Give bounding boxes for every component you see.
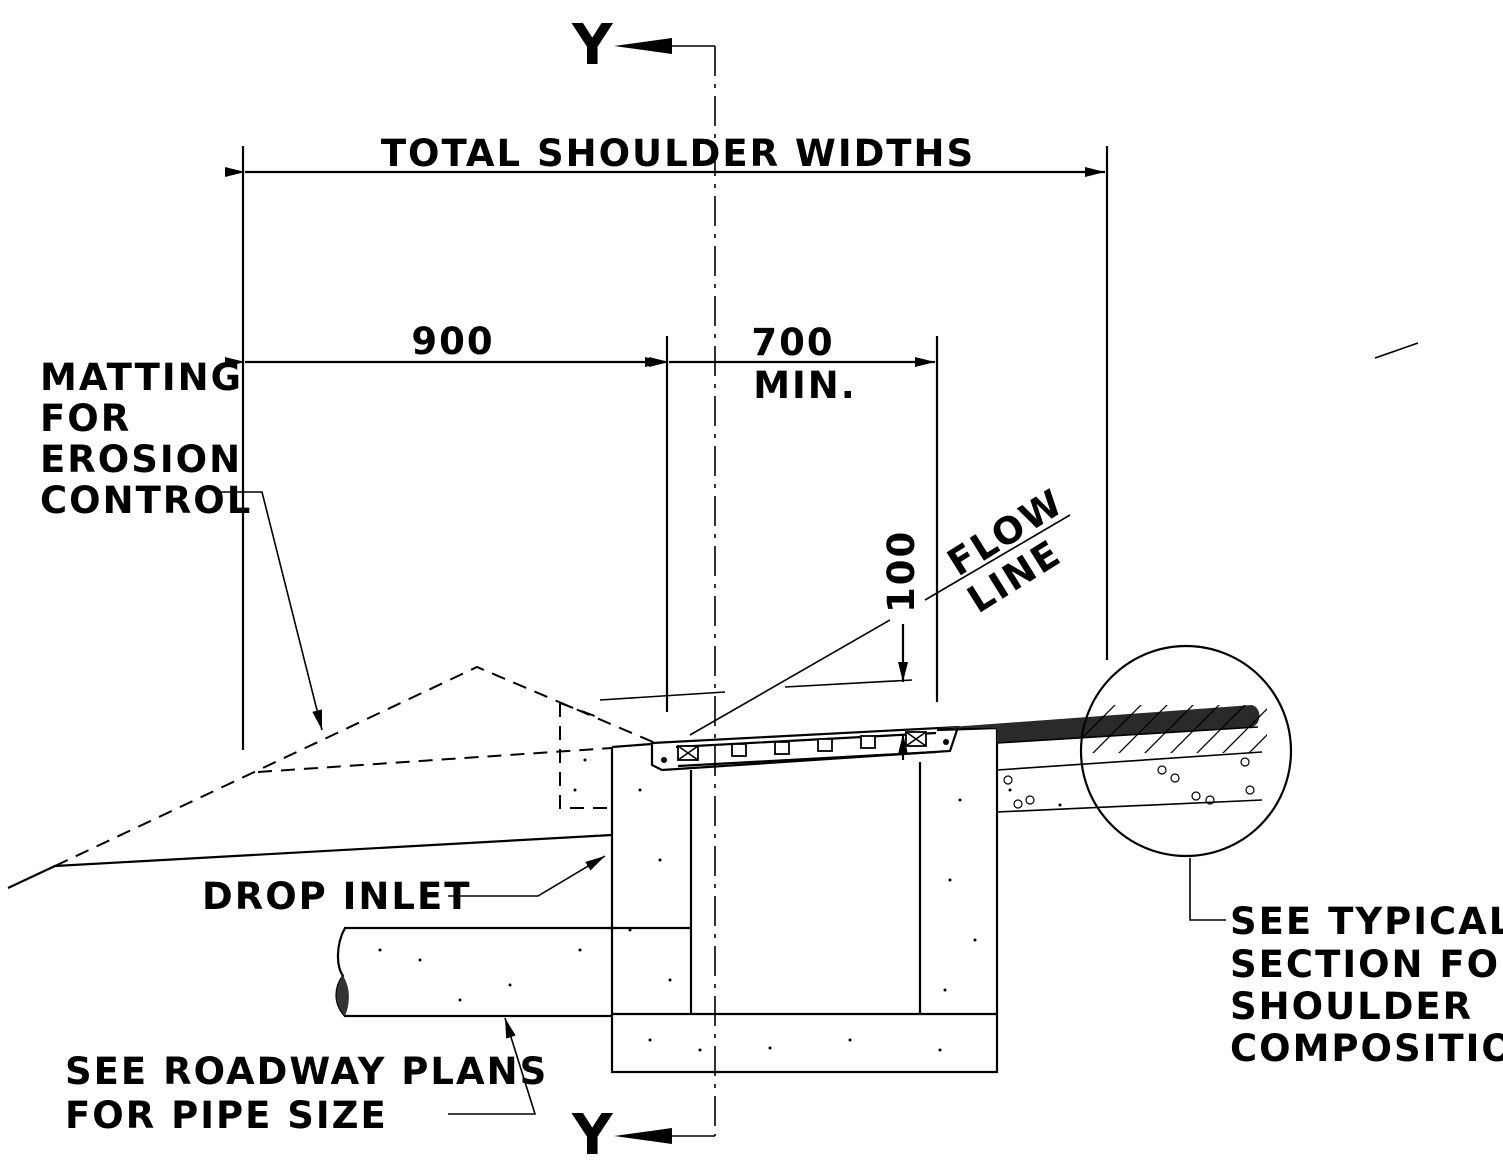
matting-label-line4: CONTROL: [40, 479, 252, 522]
dimension-100: [599, 624, 913, 760]
drop-inlet-label: DROP INLET: [202, 875, 471, 918]
matting-label-line2: FOR: [40, 397, 131, 440]
concrete-stipple: [378, 758, 1062, 1052]
section-mark-bottom: Y: [571, 1103, 614, 1161]
pipe-note-line1: SEE ROADWAY PLANS: [65, 1050, 548, 1093]
dimension-100-label: 100: [880, 530, 923, 613]
section-mark-top: Y: [571, 13, 614, 78]
inlet-grate: [650, 725, 960, 772]
shoulder-layers: [937, 705, 1267, 813]
section-centerline: [614, 38, 716, 1144]
shoulder-note-line4: COMPOSITION: [1230, 1027, 1503, 1070]
dimension-900-label: 900: [411, 320, 494, 363]
ground-profile: [7, 665, 661, 889]
flow-line-leader: [689, 514, 1071, 736]
shoulder-note-line3: SHOULDER: [1230, 985, 1473, 1028]
drop-inlet-leader: [448, 855, 606, 897]
shoulder-note-line1: SEE TYPICAL: [1230, 900, 1503, 943]
dimension-700-note: MIN.: [753, 364, 857, 407]
dimension-total-label: TOTAL SHOULDER WIDTHS: [381, 132, 975, 175]
drop-inlet-structure: [610, 726, 999, 1074]
stray-mark: [1374, 342, 1419, 359]
matting-label-line1: MATTING: [40, 356, 243, 399]
matting-leader: [218, 491, 323, 731]
pipe-note-line2: FOR PIPE SIZE: [65, 1094, 388, 1137]
matting-label-line3: EROSION: [40, 438, 242, 481]
extension-lines: [241, 146, 1109, 750]
pipe-leader: [448, 1017, 537, 1115]
shoulder-note-line2: SECTION FOR: [1230, 943, 1503, 986]
drain-pipe: [335, 926, 691, 1018]
detail-circle: [1079, 644, 1293, 921]
dimension-700-label: 700: [751, 321, 834, 364]
